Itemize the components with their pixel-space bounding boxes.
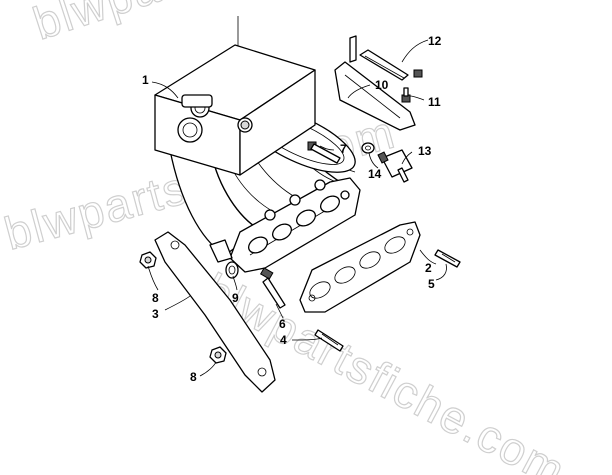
- sensor-13: [377, 149, 413, 183]
- strap-12: [359, 49, 409, 81]
- manifold-flange-part: [209, 177, 361, 273]
- bolt-11: [401, 69, 423, 103]
- callout-3: 3: [152, 307, 159, 321]
- nut-8-lower: [209, 346, 227, 364]
- washer-9: [225, 261, 239, 279]
- stud-5: [434, 249, 461, 268]
- callout-labels: 1 2 3 4 5 6 7 8 8 9 10 11 12 13 14: [142, 34, 442, 384]
- callout-2: 2: [425, 261, 432, 275]
- housing-box-part: [154, 44, 316, 176]
- gasket-part: [299, 221, 421, 313]
- bolt-7: [307, 141, 341, 164]
- callout-10: 10: [375, 78, 389, 92]
- support-bracket-part: [154, 231, 276, 393]
- bolt-6: [259, 267, 286, 309]
- nut-8-upper: [139, 251, 157, 269]
- stud-4: [314, 329, 344, 352]
- watermark-top: blwpartsfiche.com: [27, 0, 426, 50]
- callout-9: 9: [232, 291, 239, 305]
- callout-1: 1: [142, 73, 149, 87]
- leader-lines: [147, 39, 447, 377]
- callout-4: 4: [280, 333, 287, 347]
- callout-6: 6: [279, 317, 286, 331]
- callout-12: 12: [428, 34, 442, 48]
- mount-bracket-10: [334, 35, 416, 131]
- callout-8-lower: 8: [190, 370, 197, 384]
- washer-14: [361, 142, 375, 154]
- callout-14: 14: [368, 167, 382, 181]
- callout-7: 7: [340, 142, 347, 156]
- callout-8-upper: 8: [152, 291, 159, 305]
- callout-5: 5: [428, 277, 435, 291]
- callout-11: 11: [428, 95, 441, 109]
- callout-13: 13: [418, 144, 432, 158]
